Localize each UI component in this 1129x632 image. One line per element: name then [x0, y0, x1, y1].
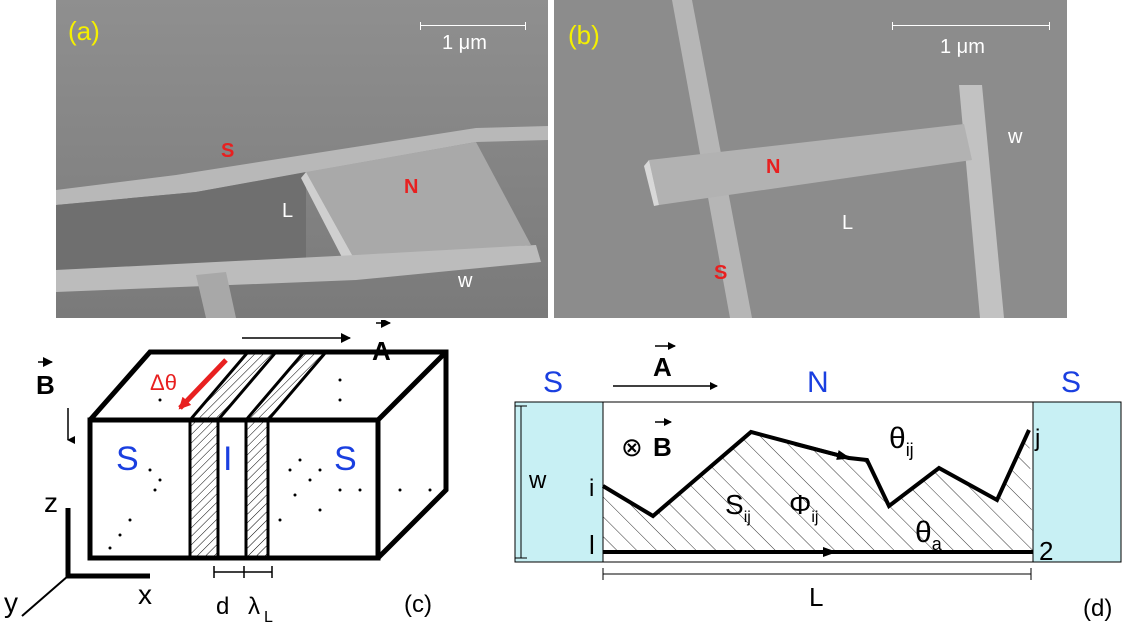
panel-c-tag: (c): [404, 591, 432, 618]
label-w: w: [528, 467, 547, 494]
label-n-b: N: [766, 156, 781, 178]
label-n-a: N: [404, 176, 419, 198]
dotted-guides: [108, 378, 432, 550]
label-delta-theta: Δθ: [150, 370, 177, 395]
label-right-s: S: [334, 440, 357, 478]
label-theta-ij: θij: [889, 422, 914, 460]
label-b-field: B: [36, 370, 55, 400]
junction-diagram: B A Δθ S I S z y x d λ L (c): [4, 320, 449, 626]
scale-bar-a: [420, 22, 526, 30]
label-a-vector: A: [653, 352, 672, 382]
label-w-a: w: [458, 270, 473, 292]
label-s-a: S: [221, 140, 235, 162]
label-b-field: B: [653, 432, 672, 462]
label-w-b: w: [1008, 126, 1023, 148]
label-l-b: L: [842, 212, 854, 234]
sem-b-drawing: [554, 0, 1067, 318]
point-j: j: [1034, 425, 1040, 452]
label-phi-ij: Φij: [789, 489, 818, 526]
label-l-a: L: [282, 200, 294, 222]
point-i: i: [589, 475, 594, 502]
sem-a-drawing: [56, 0, 548, 318]
sem-image-b: (b) 1 μm N L S w: [554, 0, 1067, 318]
sem-image-a: (a) 1 μm S N L w: [56, 0, 548, 318]
label-lambda-sub: L: [264, 609, 273, 626]
path-diagram: S N S A ⊗ B w L i j l 2 θij Sij Φij θa (…: [514, 342, 1122, 622]
label-left-s: S: [543, 366, 563, 399]
panel-a-tag: (a): [68, 16, 100, 46]
scale-label-b: 1 μm: [940, 36, 985, 58]
label-insulator: I: [223, 440, 232, 478]
point-1: l: [589, 530, 595, 560]
panel-d-tag: (d): [1083, 595, 1112, 622]
label-lambda: λ: [248, 593, 260, 620]
point-2: 2: [1039, 536, 1053, 566]
label-s-ij: Sij: [725, 489, 751, 526]
label-d: d: [216, 593, 229, 620]
label-s-b: S: [714, 262, 728, 284]
axis-z: z: [44, 487, 58, 518]
label-left-s: S: [116, 440, 139, 478]
label-l: L: [809, 582, 823, 612]
otimes-symbol: ⊗: [621, 432, 643, 462]
label-right-s: S: [1061, 366, 1081, 399]
panel-b-tag: (b): [568, 20, 600, 50]
label-normal: N: [807, 366, 829, 399]
scale-bar-b: [892, 22, 1050, 30]
axis-x: x: [138, 579, 152, 610]
label-a-vector: A: [372, 336, 391, 366]
scale-label-a: 1 μm: [442, 32, 487, 54]
axis-y: y: [4, 587, 18, 618]
label-theta-a: θa: [915, 516, 943, 554]
